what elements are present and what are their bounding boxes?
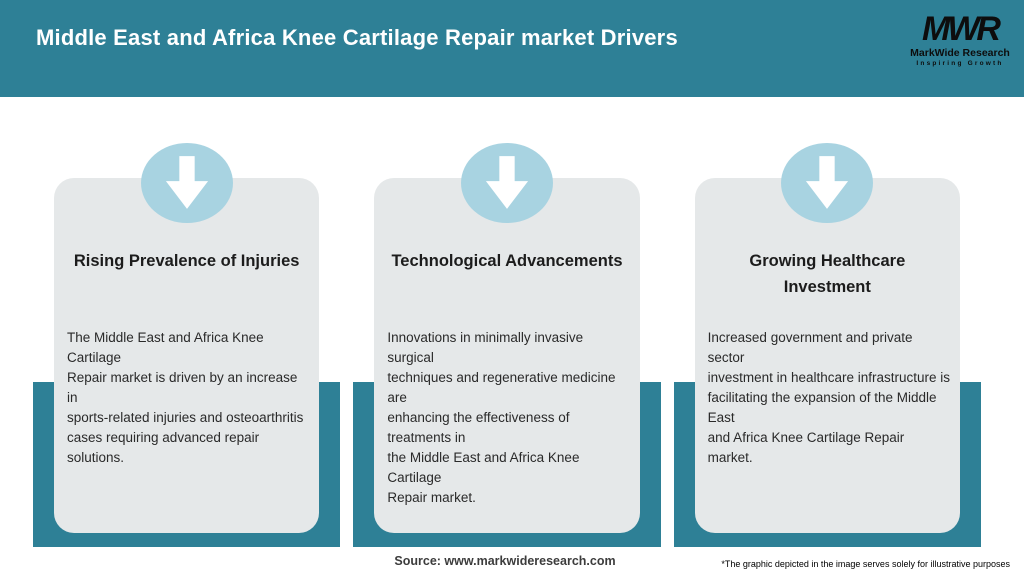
- card-panel: Technological Advancements Innovations i…: [374, 178, 640, 533]
- logo-tagline: Inspiring Growth: [916, 59, 1004, 67]
- card-title: Technological Advancements: [391, 252, 623, 270]
- arrow-circle-badge: [781, 143, 874, 223]
- markwide-logo: MWR MarkWide Research Inspiring Growth: [910, 12, 1010, 67]
- card-panel: Rising Prevalence of Injuries The Middle…: [54, 178, 320, 533]
- logo-company-name: MarkWide Research: [910, 47, 1010, 59]
- card-panel: Growing Healthcare Investment Increased …: [694, 178, 960, 533]
- down-arrow-icon: [484, 155, 530, 211]
- arrow-circle-badge: [460, 143, 553, 223]
- card-title: Growing Healthcare Investment: [749, 252, 906, 297]
- down-arrow-icon: [164, 155, 210, 211]
- page-title: Middle East and Africa Knee Cartilage Re…: [36, 25, 678, 50]
- card-title: Rising Prevalence of Injuries: [73, 252, 300, 270]
- card-body-text: The Middle East and Africa Knee Cartilag…: [67, 330, 304, 465]
- source-attribution: Source: www.markwideresearch.com: [394, 554, 616, 568]
- driver-card-2: Technological Advancements Innovations i…: [353, 143, 661, 547]
- disclaimer-note: *The graphic depicted in the image serve…: [721, 559, 1010, 569]
- card-body-text: Increased government and private sector …: [707, 330, 951, 465]
- driver-card-3: Growing Healthcare Investment Increased …: [673, 143, 981, 547]
- driver-card-1: Rising Prevalence of Injuries The Middle…: [33, 143, 341, 547]
- card-body-text: Innovations in minimally invasive surgic…: [387, 330, 616, 505]
- driver-cards-row: Rising Prevalence of Injuries The Middle…: [33, 143, 981, 547]
- arrow-circle-badge: [140, 143, 233, 223]
- down-arrow-icon: [804, 155, 850, 211]
- header-bar: Middle East and Africa Knee Cartilage Re…: [0, 0, 1024, 97]
- mwr-logo-icon: MWR: [922, 10, 1001, 48]
